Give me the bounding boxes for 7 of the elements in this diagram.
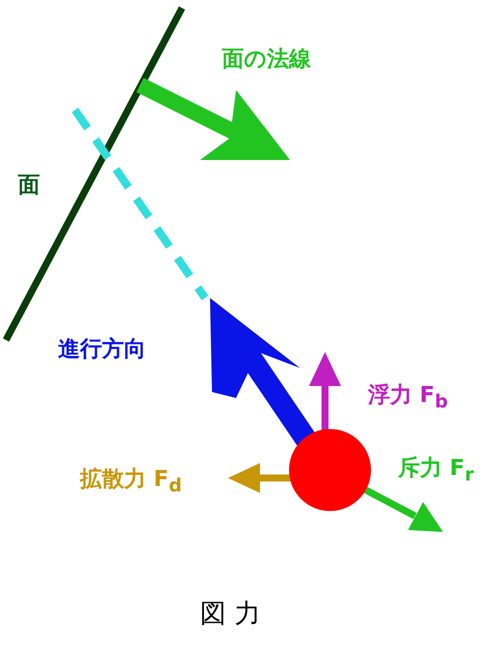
direction-label: 進行方向 xyxy=(58,336,146,364)
force-label: 斥力 F$_{r}$ xyxy=(398,455,474,486)
force-label: 浮力 F$_{b}$ xyxy=(368,382,448,412)
surface-label: 面 xyxy=(18,172,40,200)
figure-caption: 図 力 xyxy=(200,598,260,631)
force-label: 拡散力 F$_{d}$ xyxy=(80,466,182,496)
normal-label: 面の法線 xyxy=(222,46,311,74)
